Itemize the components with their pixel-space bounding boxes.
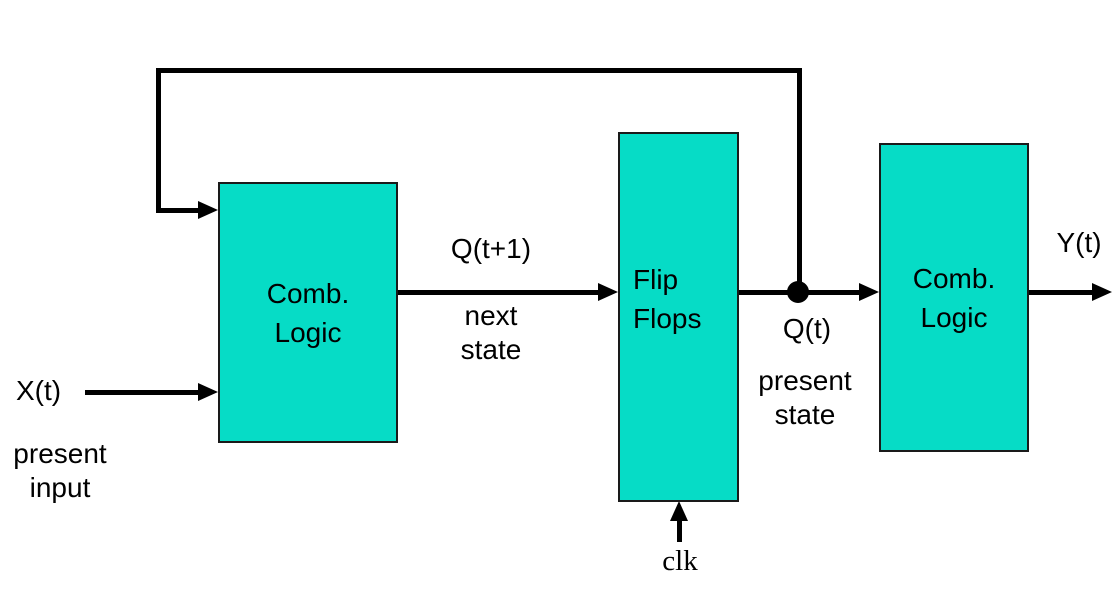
input-arrowhead-icon (198, 383, 218, 401)
label-present-state-signal: Q(t) (782, 313, 832, 344)
block-comb-logic-1: Comb. Logic (218, 182, 398, 443)
feedback-wire-right (797, 68, 802, 292)
output-arrowhead-icon (1092, 283, 1112, 301)
label-input-signal: X(t) (16, 375, 62, 406)
present-state-arrowhead-icon (859, 283, 879, 301)
next-state-wire (398, 290, 600, 295)
label-next-state: next state (430, 299, 552, 367)
feedback-wire-into-comb1 (156, 208, 200, 213)
block-comb-logic-2-label-line2: Logic (920, 301, 988, 333)
feedback-wire-left (156, 68, 161, 213)
block-comb-logic-1-label-line1: Comb. (266, 277, 350, 309)
label-next-state-line1: next (464, 300, 518, 331)
label-present-state: present state (738, 364, 872, 432)
feedback-wire-top (156, 68, 802, 73)
label-present-input-line1: present (13, 438, 107, 469)
block-comb-logic-1-label-line2: Logic (274, 316, 342, 348)
label-present-input-line2: input (29, 472, 91, 503)
block-comb-logic-2-label-line1: Comb. (912, 262, 996, 294)
label-next-state-line2: state (460, 334, 522, 365)
label-present-state-line1: present (758, 365, 852, 396)
output-wire (1029, 290, 1094, 295)
block-flip-flops-label-line1: Flip (633, 264, 679, 295)
clock-wire (677, 514, 682, 542)
block-flip-flops-label-line2: Flops (633, 303, 702, 334)
feedback-arrowhead-icon (198, 201, 218, 219)
label-next-state-signal: Q(t+1) (450, 233, 532, 264)
block-flip-flops: Flip Flops (618, 132, 739, 502)
label-output-signal: Y(t) (1056, 227, 1102, 258)
clock-arrowhead-icon (670, 501, 688, 521)
wire-junction-dot (787, 281, 809, 303)
block-comb-logic-2: Comb. Logic (879, 143, 1029, 452)
next-state-arrowhead-icon (598, 283, 618, 301)
label-present-state-line2: state (774, 399, 836, 430)
label-present-input: present input (0, 437, 120, 505)
input-wire (85, 390, 200, 395)
label-clock: clk (662, 545, 698, 577)
